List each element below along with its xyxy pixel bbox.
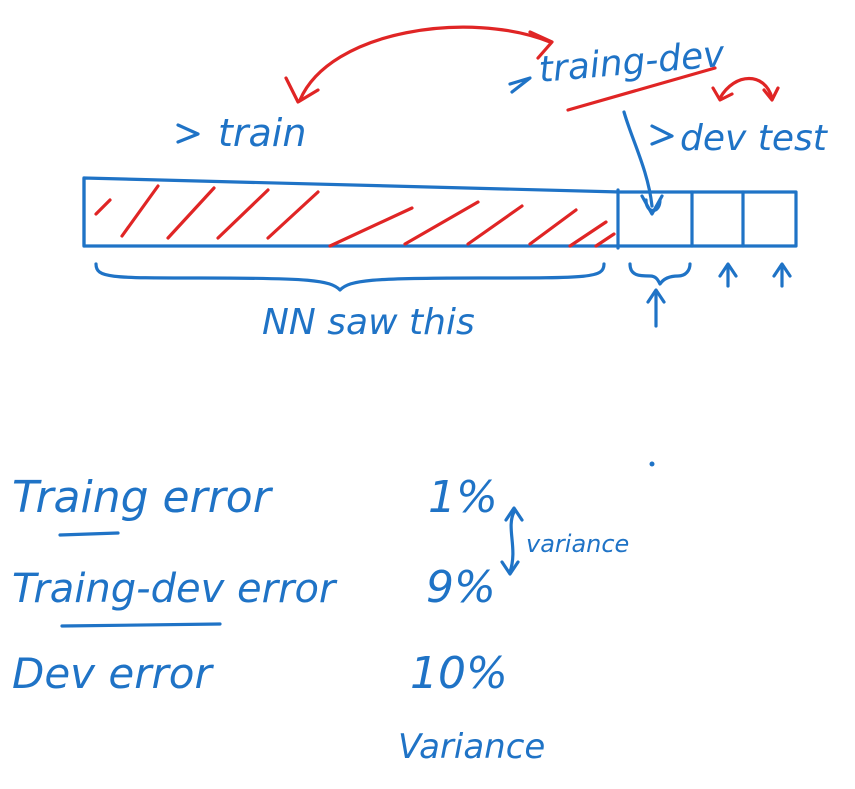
variance-bottom-label: Variance: [398, 727, 545, 767]
error-table: Traing error 1% Traing-dev error 9% Dev …: [12, 472, 508, 699]
error-row: Traing error 1%: [12, 472, 498, 537]
error-row: Dev error 10%: [12, 648, 508, 699]
error-value: 10%: [410, 648, 508, 699]
traindev-label: traing-dev: [537, 34, 726, 91]
devtest-label: dev test: [680, 118, 829, 159]
error-name: Traing error: [12, 472, 274, 523]
dev-test-red-arrow: [711, 76, 780, 102]
devtest-label-group: dev test: [650, 118, 829, 159]
error-row: Traing-dev error 9%: [12, 562, 496, 628]
train-label-group: train: [176, 111, 306, 155]
traindev-red-underline: [566, 66, 717, 112]
error-value: 9%: [426, 562, 496, 613]
traindev-label-group: traing-dev: [508, 34, 727, 94]
error-name: Dev error: [12, 649, 214, 698]
train-brace: [94, 262, 606, 292]
variance-side-label: variance: [526, 530, 629, 558]
train-traindev-arrow: [284, 25, 554, 104]
error-name: Traing-dev error: [12, 566, 338, 612]
train-label: train: [218, 111, 306, 155]
error-value: 1%: [428, 472, 498, 523]
marker-dot: [649, 461, 655, 467]
small-brace-arrows: [628, 262, 792, 328]
data-bar: [82, 176, 798, 250]
variance-arrow: [500, 506, 524, 576]
train-hatch: [94, 184, 616, 248]
traindev-cell-mark: [644, 198, 662, 213]
nn-saw-this-label: NN saw this: [262, 302, 475, 343]
